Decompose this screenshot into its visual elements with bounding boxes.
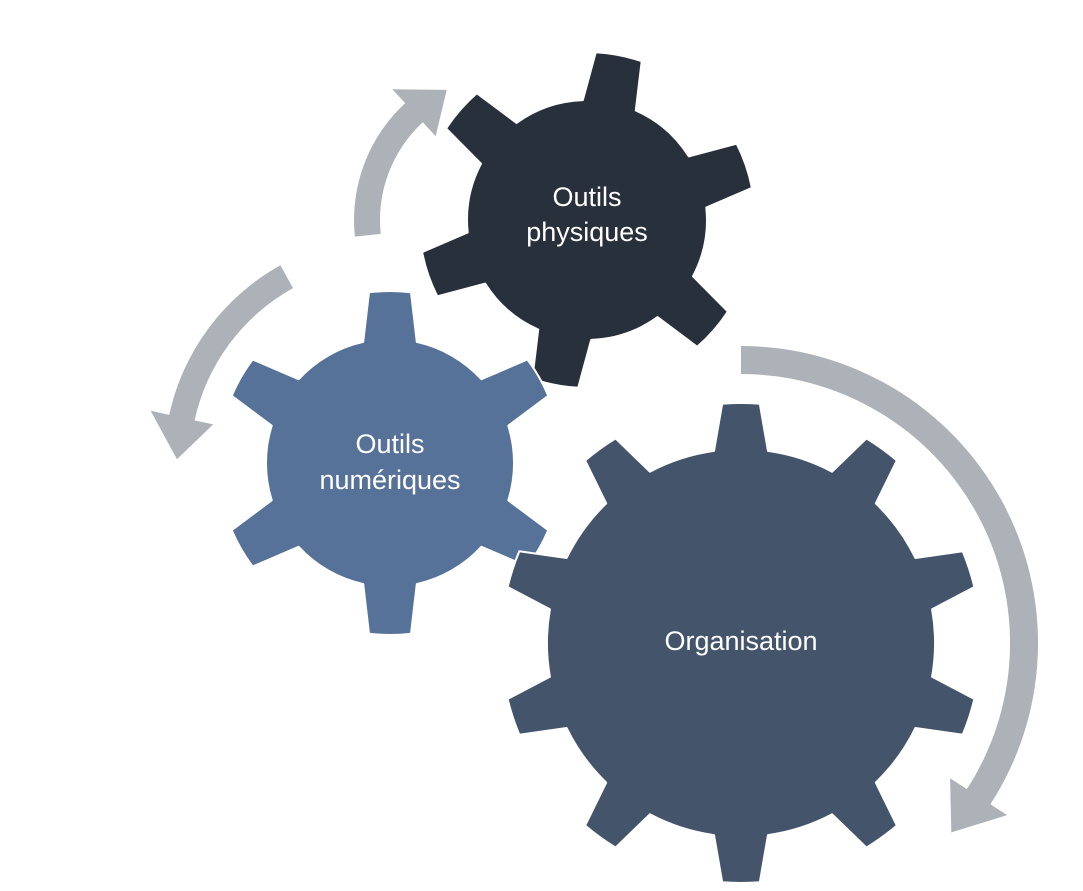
gear-outils-physiques: Outils physiques bbox=[421, 51, 753, 389]
circular-arrow-left bbox=[150, 265, 293, 460]
gear-physical-shape bbox=[421, 51, 753, 389]
circular-arrow-right bbox=[741, 345, 1039, 833]
gear-outils-numeriques: Outils numériques bbox=[230, 290, 550, 636]
gear-physical-label-line2: physiques bbox=[526, 217, 648, 247]
gear-organisation-shape bbox=[506, 401, 976, 885]
gear-organisation-label: Organisation bbox=[664, 626, 817, 656]
gear-physical-label-line1: Outils bbox=[552, 182, 621, 212]
circular-arrow-top bbox=[354, 89, 447, 237]
gear-digital-label-line2: numériques bbox=[319, 465, 460, 495]
gear-digital-shape bbox=[230, 290, 550, 636]
gear-digital-label-line1: Outils bbox=[355, 429, 424, 459]
gear-organisation: Organisation bbox=[506, 401, 976, 885]
